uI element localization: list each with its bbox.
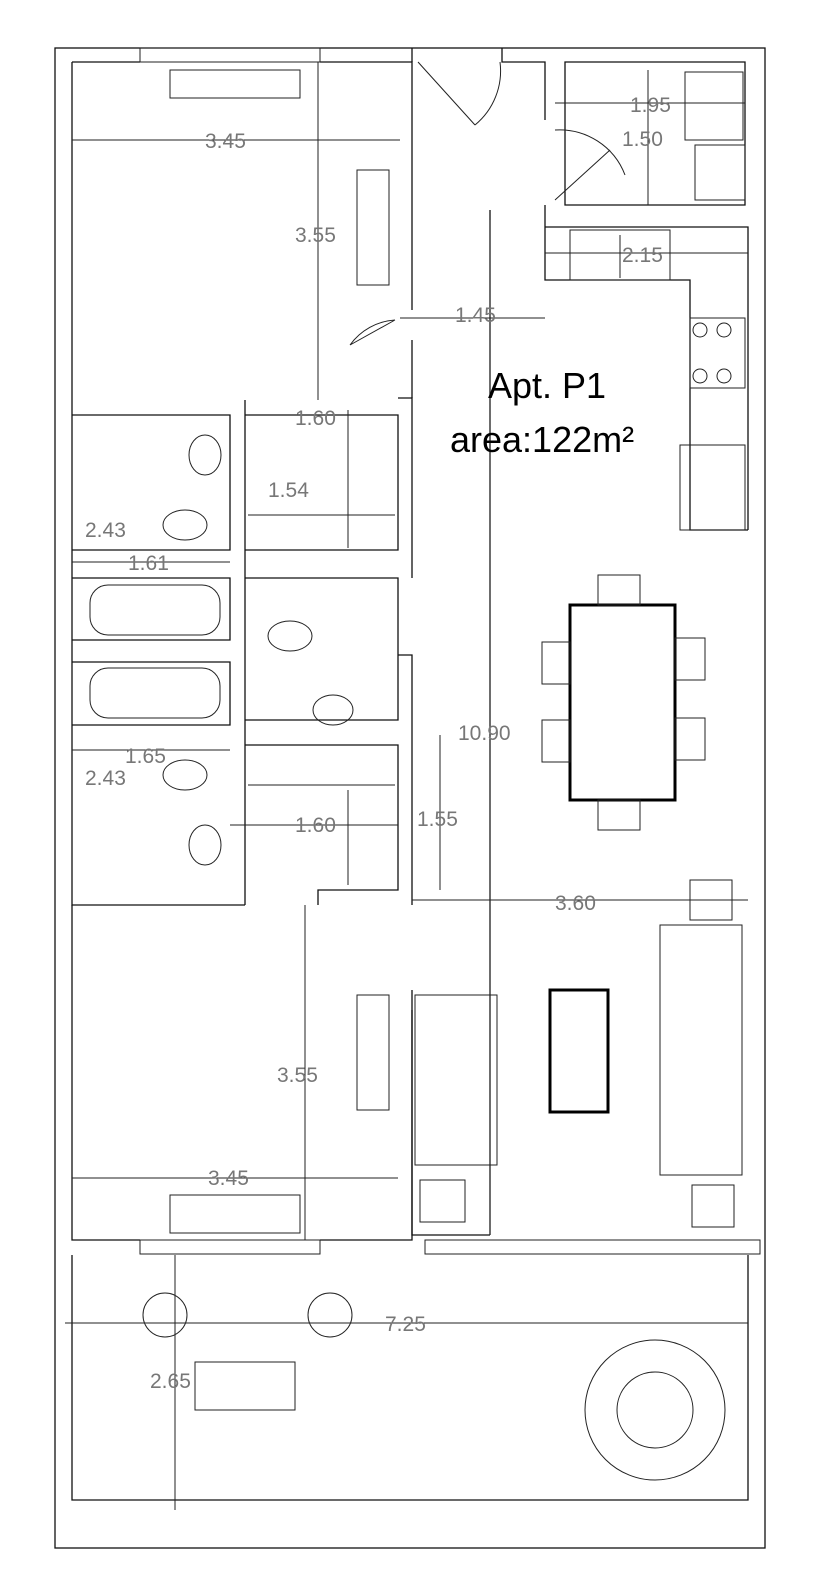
- washer: [684, 71, 744, 141]
- terrace: [71, 1255, 749, 1501]
- dim-label: 1.55: [417, 808, 458, 831]
- dim-label: 3.60: [555, 892, 596, 915]
- sofa: [659, 924, 743, 1176]
- dim-label: 3.45: [208, 1167, 249, 1190]
- dim-label: 2.43: [85, 519, 126, 542]
- fridge: [679, 444, 746, 531]
- kitchen: [544, 205, 749, 531]
- window: [424, 1239, 761, 1255]
- window: [139, 47, 321, 63]
- dim-label: 1.50: [622, 128, 663, 151]
- dim-label: 10.90: [458, 722, 511, 745]
- toilet: [267, 620, 313, 652]
- dim-label: 1.60: [295, 814, 336, 837]
- bathtub: [89, 667, 221, 719]
- jacuzzi: [584, 1339, 726, 1481]
- laundry: [411, 48, 746, 206]
- dim-label: 3.55: [295, 224, 336, 247]
- dim-label: 2.65: [150, 1370, 191, 1393]
- sink: [188, 824, 222, 866]
- toilet: [162, 759, 208, 791]
- bedroom-2: [71, 905, 413, 1255]
- toilet: [162, 509, 208, 541]
- sink: [569, 229, 671, 281]
- bath-closet-block: [71, 397, 413, 906]
- dining-table: [541, 574, 706, 831]
- sink: [188, 434, 222, 476]
- dim-label: 7.25: [385, 1313, 426, 1336]
- apartment-title: Apt. P1: [488, 365, 606, 406]
- dim-label: 1.95: [630, 94, 671, 117]
- dim-label: 3.45: [205, 130, 246, 153]
- dim-label: 2.15: [622, 244, 663, 267]
- wardrobe: [169, 1194, 301, 1234]
- sink: [312, 694, 354, 726]
- desk: [356, 169, 390, 286]
- dimension-lines: [65, 62, 748, 1510]
- sofa: [414, 994, 498, 1166]
- planter: [194, 1361, 296, 1411]
- desk: [356, 994, 390, 1111]
- dryer: [694, 144, 746, 201]
- dim-label: 1.65: [125, 745, 166, 768]
- wardrobe: [169, 69, 301, 99]
- dim-label: 1.45: [455, 304, 496, 327]
- apartment-area: area:122m²: [450, 419, 634, 460]
- bathtub: [89, 584, 221, 636]
- dim-label: 1.61: [128, 552, 169, 575]
- stove: [689, 317, 746, 389]
- dim-label: 3.55: [277, 1064, 318, 1087]
- bedroom-1: [71, 47, 413, 400]
- dim-label: 1.54: [268, 479, 309, 502]
- dim-label: 1.60: [295, 407, 336, 430]
- dim-label: 2.43: [85, 767, 126, 790]
- outer-frame: [54, 47, 766, 1549]
- coffee-table: [548, 988, 610, 1114]
